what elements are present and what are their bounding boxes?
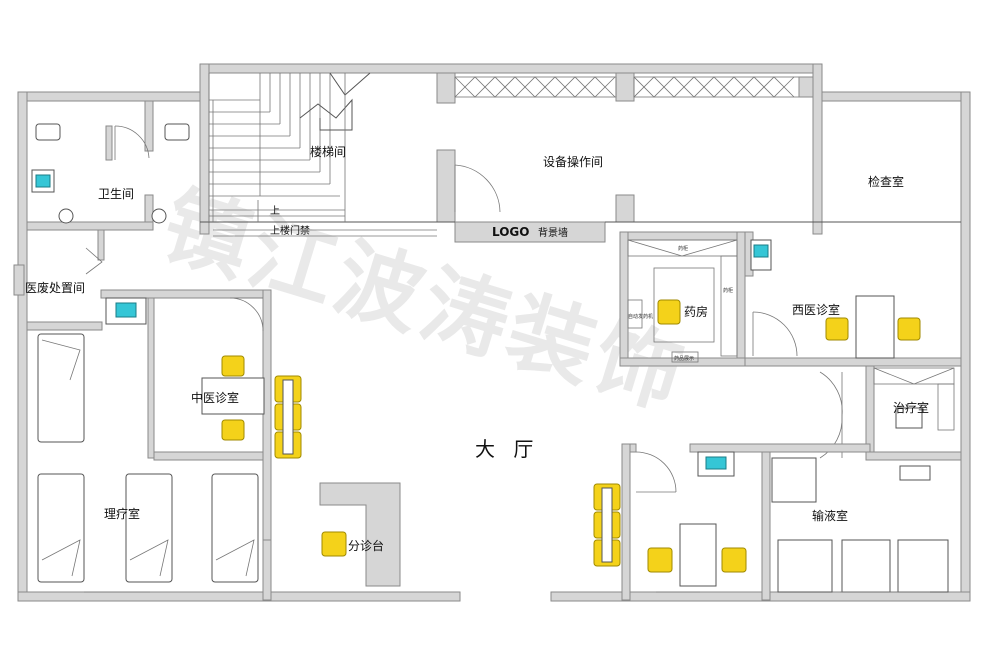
toilet-icon	[35, 123, 61, 141]
room-label-stairwell: 楼梯间	[310, 144, 346, 159]
physio-room: 理疗室	[37, 289, 272, 601]
chair-icon	[897, 317, 921, 341]
up-mark: 上	[270, 205, 280, 217]
pharmacy-cabinet-right-label: 药柜	[723, 287, 733, 294]
hall-seating-left	[274, 375, 302, 459]
infusion-chair-icon	[897, 539, 949, 593]
logo-wall-label: 背景墙	[538, 226, 568, 239]
chair-icon	[221, 419, 245, 441]
toilet-icon	[164, 123, 190, 141]
hall-seating-right	[593, 483, 621, 567]
chair-icon	[721, 547, 747, 573]
exam-room: 检查室	[868, 174, 904, 189]
bed-icon	[37, 473, 85, 583]
pharmacy: 药柜 药柜 自动发药机 药品展示 药房	[619, 231, 746, 367]
staircase: 楼梯间 上 上楼门禁	[208, 72, 437, 237]
infusion-chair-icon	[777, 539, 833, 593]
cabinet-icon	[771, 457, 817, 503]
room-label-waste: 医废处置间	[25, 280, 85, 295]
desk-icon	[855, 295, 895, 359]
sink-icon	[105, 297, 147, 325]
restroom: 卫生间	[26, 100, 190, 231]
chair-icon	[657, 299, 681, 325]
room-label-western: 西医诊室	[792, 302, 840, 317]
desk-icon	[201, 377, 265, 415]
tcm-clinic: 中医诊室	[153, 297, 265, 461]
equipment-room: 设备操作间 LOGO 背景墙	[454, 76, 814, 239]
exterior-walls	[17, 63, 971, 602]
chair-icon	[221, 355, 245, 377]
room-label-physio: 理疗室	[104, 506, 140, 521]
chair-icon	[825, 317, 849, 341]
pharmacy-cabinet-top-label: 药柜	[678, 245, 688, 252]
room-label-treatment: 治疗室	[893, 400, 929, 415]
upstairs-door-label: 上楼门禁	[270, 224, 310, 237]
chair-icon	[321, 531, 347, 557]
room-label-tcm: 中医诊室	[191, 390, 239, 405]
room-label-restroom: 卫生间	[98, 187, 134, 201]
western-clinic: 西医诊室	[744, 231, 962, 367]
infusion-chair-icon	[841, 539, 891, 593]
room-label-triage: 分诊台	[348, 538, 384, 553]
room-label-equipment: 设备操作间	[543, 154, 603, 169]
bed-icon	[211, 473, 259, 583]
logo-wall-logo: LOGO	[492, 225, 529, 239]
room-label-hall: 大 厅	[475, 437, 539, 461]
room-label-infusion: 输液室	[812, 508, 848, 523]
triage-desk: 分诊台	[319, 482, 401, 587]
bed-icon	[125, 473, 173, 583]
room-label-exam: 检查室	[868, 174, 904, 189]
chair-icon	[647, 547, 673, 573]
pharmacy-cabinet-left-label: 自动发药机	[628, 313, 653, 320]
waste-room: 医废处置间	[13, 229, 105, 331]
pharmacy-bottom-label: 药品展示	[674, 355, 694, 362]
desk-icon	[679, 523, 717, 587]
bed-icon	[37, 333, 85, 443]
room-label-pharmacy: 药房	[684, 304, 708, 319]
infusion-room: 输液室	[621, 443, 949, 601]
